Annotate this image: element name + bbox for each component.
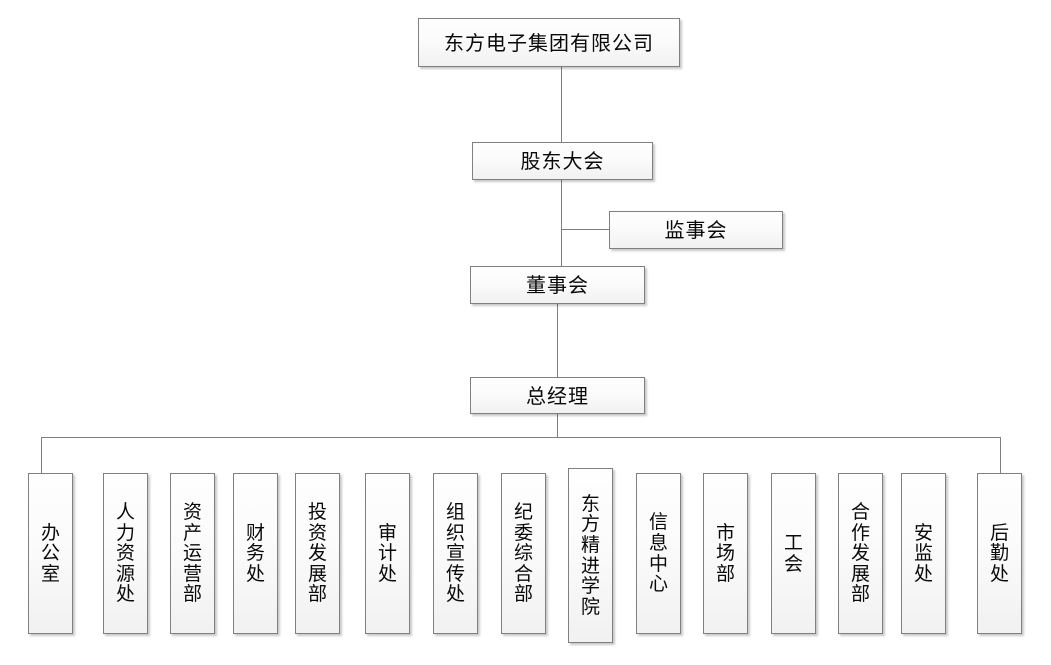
connector-board-to-gm — [557, 303, 558, 377]
node-company-root[interactable]: 东方电子集团有限公司 — [418, 18, 680, 67]
node-department-asset-operations[interactable]: 资产运营部 — [170, 473, 215, 634]
node-label: 监事会 — [664, 218, 728, 242]
node-department-audit[interactable]: 审计处 — [365, 473, 410, 634]
node-department-finance[interactable]: 财务处 — [233, 473, 278, 634]
node-label: 办公室 — [41, 521, 61, 585]
node-department-investment-development[interactable]: 投资发展部 — [295, 473, 340, 634]
node-shareholders-meeting[interactable]: 股东大会 — [472, 142, 653, 180]
node-board-of-directors[interactable]: 董事会 — [470, 266, 645, 304]
node-label: 后勤处 — [990, 521, 1010, 585]
connector-department-bus — [41, 437, 1001, 438]
node-department-marketing[interactable]: 市场部 — [703, 473, 748, 634]
node-department-organization-publicity[interactable]: 组织宣传处 — [433, 473, 478, 634]
node-board-of-supervisors[interactable]: 监事会 — [609, 211, 783, 249]
node-label: 投资发展部 — [308, 501, 328, 606]
node-label: 市场部 — [716, 521, 736, 585]
node-label: 股东大会 — [520, 149, 605, 173]
node-label: 组织宣传处 — [446, 501, 466, 606]
node-department-discipline-inspection[interactable]: 纪委综合部 — [501, 473, 546, 634]
connector-bus-to-first-department — [41, 437, 42, 473]
connector-gm-to-bus — [557, 413, 558, 437]
node-label: 东方电子集团有限公司 — [444, 30, 654, 55]
connector-bus-to-last-department — [1000, 437, 1001, 473]
node-label: 财务处 — [246, 521, 266, 585]
node-department-dongfang-academy[interactable]: 东方精进学院 — [568, 468, 613, 643]
node-general-manager[interactable]: 总经理 — [470, 377, 645, 414]
node-label: 人力资源处 — [116, 501, 136, 606]
node-label: 纪委综合部 — [514, 501, 534, 606]
node-department-information-center[interactable]: 信息中心 — [636, 473, 681, 634]
node-label: 工会 — [784, 531, 804, 575]
connector-spine-to-supervisors — [561, 229, 609, 230]
node-label: 合作发展部 — [851, 501, 871, 606]
node-label: 东方精进学院 — [581, 492, 601, 618]
node-label: 总经理 — [526, 383, 589, 408]
node-department-safety-supervision[interactable]: 安监处 — [901, 473, 946, 634]
node-department-labor-union[interactable]: 工会 — [771, 473, 816, 634]
node-label: 安监处 — [914, 521, 934, 585]
node-label: 董事会 — [526, 273, 589, 297]
node-label: 信息中心 — [649, 511, 669, 596]
node-department-office[interactable]: 办公室 — [28, 473, 73, 634]
connector-root-to-shareholders — [561, 66, 562, 142]
node-label: 资产运营部 — [183, 501, 203, 606]
connector-shareholders-to-board — [561, 180, 562, 266]
node-department-human-resources[interactable]: 人力资源处 — [103, 473, 148, 634]
node-department-logistics[interactable]: 后勤处 — [977, 473, 1022, 634]
node-label: 审计处 — [378, 521, 398, 585]
node-department-cooperation-development[interactable]: 合作发展部 — [838, 473, 883, 634]
